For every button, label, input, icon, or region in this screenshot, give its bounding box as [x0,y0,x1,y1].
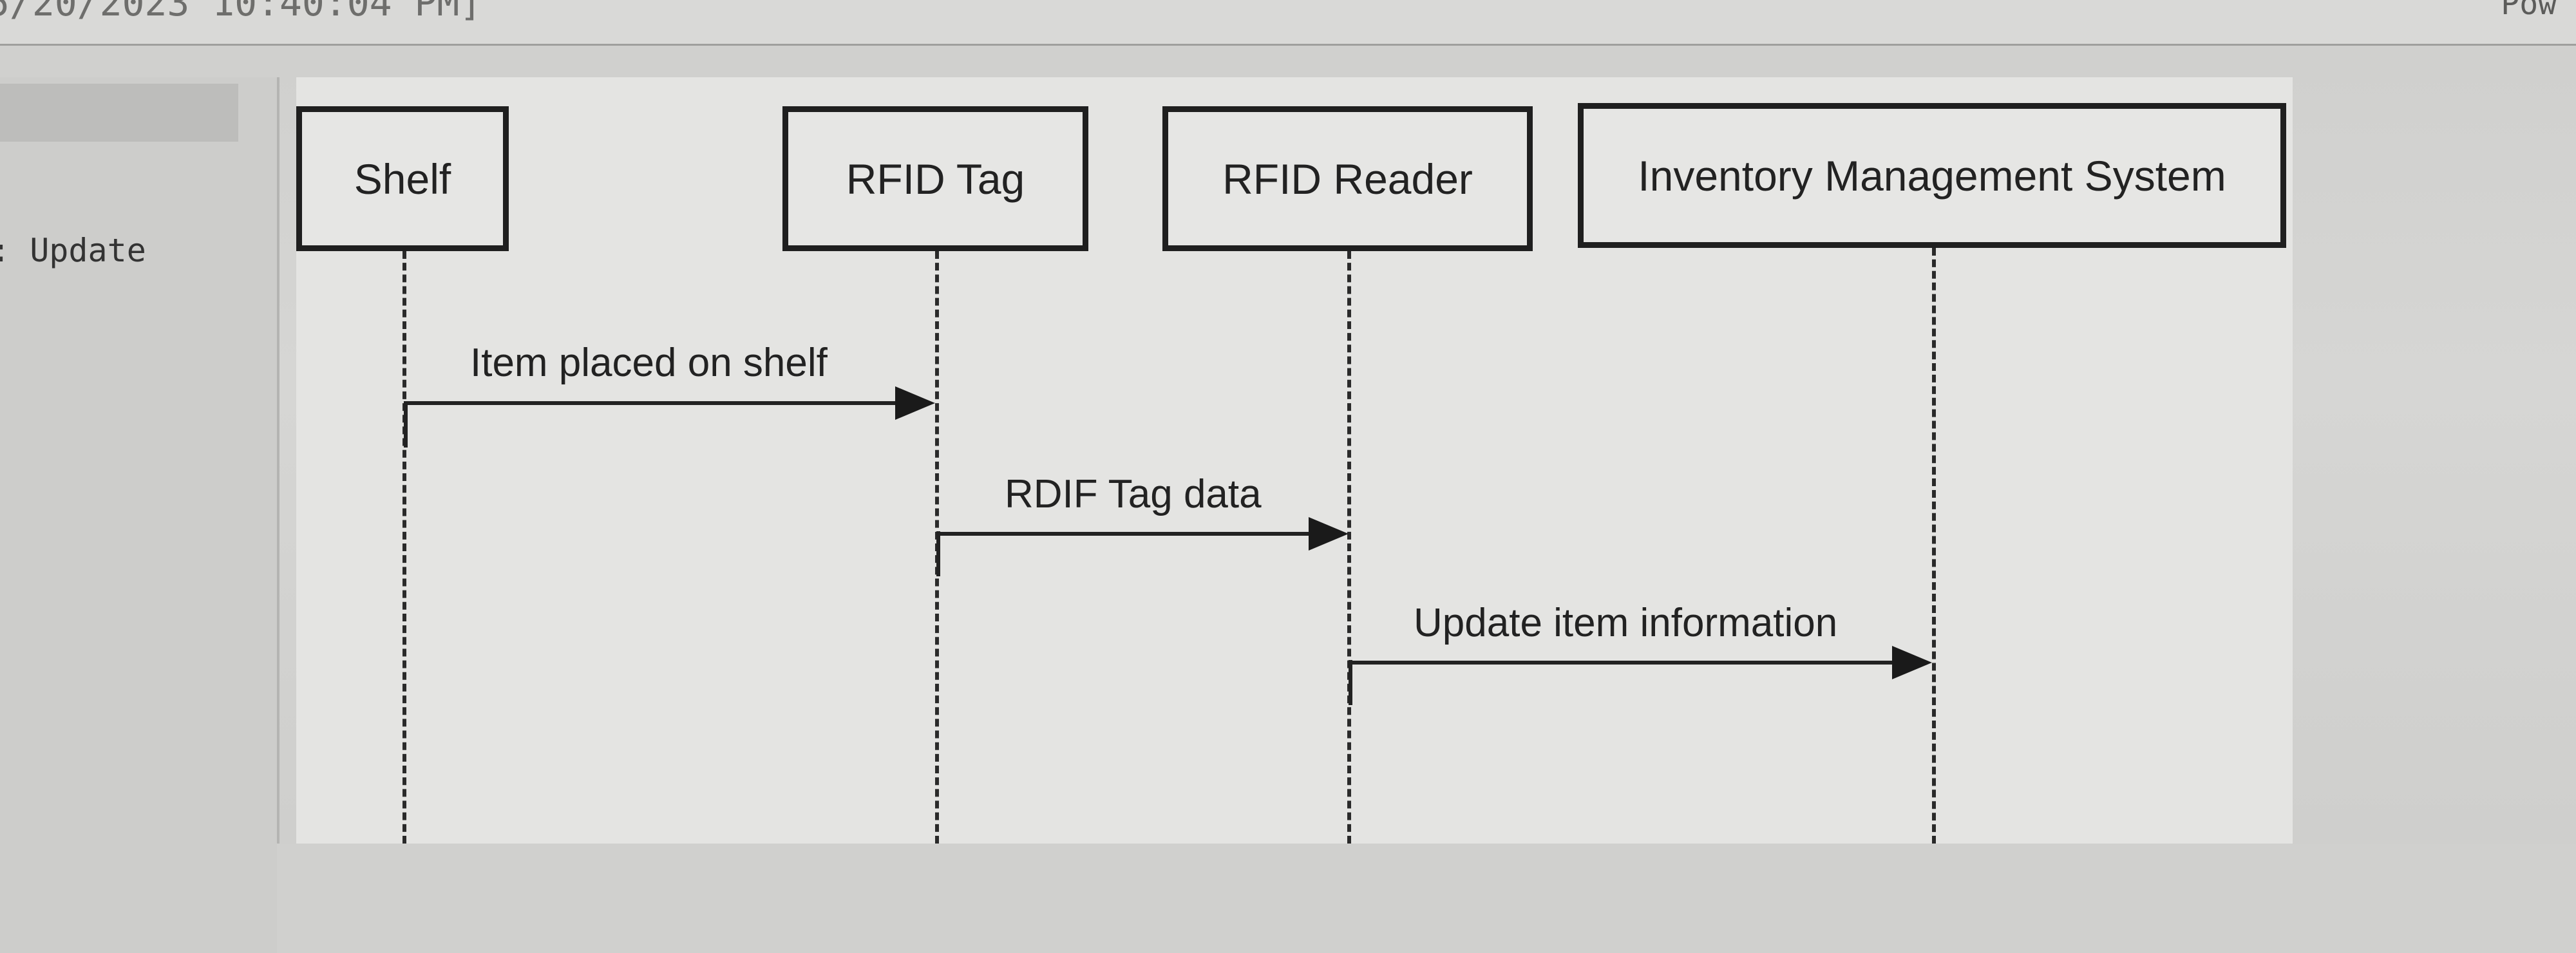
message-label: Item placed on shelf [470,341,828,385]
left-panel-selected-row[interactable] [0,84,238,142]
participant-label: Inventory Management System [1638,151,2226,200]
participant-label: RFID Tag [846,155,1025,203]
participant-label: RFID Reader [1222,155,1473,203]
lifeline-rfid-reader [1347,251,1351,844]
message-arrow-line [404,401,903,405]
arrowhead-icon [1309,517,1349,551]
bottom-strip [277,844,2576,953]
participant-inventory-management-system: Inventory Management System [1578,103,2286,248]
message-arrow-line [936,532,1313,536]
participant-shelf: Shelf [296,106,509,251]
message-label: RDIF Tag data [1005,472,1262,516]
left-panel: : Update [0,77,279,953]
activation-stub-rfid-tag [936,531,940,576]
participant-rfid-reader: RFID Reader [1162,106,1533,251]
arrowhead-icon [895,386,935,420]
participant-rfid-tag: RFID Tag [782,106,1088,251]
timestamp-text: 5/20/2023 10:40:04 PM] [0,0,482,24]
activation-stub-shelf [404,402,408,448]
message-arrow-line [1349,661,1899,665]
sequence-diagram: Shelf RFID Tag RFID Reader Inventory Man… [296,77,2293,844]
message-label: Update item information [1414,601,1838,645]
participant-label: Shelf [354,155,451,203]
arrowhead-icon [1892,646,1932,679]
header-right-text: Pow [2501,0,2557,22]
top-header-bar: 5/20/2023 10:40:04 PM] Pow [0,0,2576,46]
lifeline-ims [1932,248,1936,844]
left-panel-update-text: : Update [0,232,146,269]
lifeline-shelf [402,251,406,844]
activation-stub-rfid-reader [1349,660,1352,705]
